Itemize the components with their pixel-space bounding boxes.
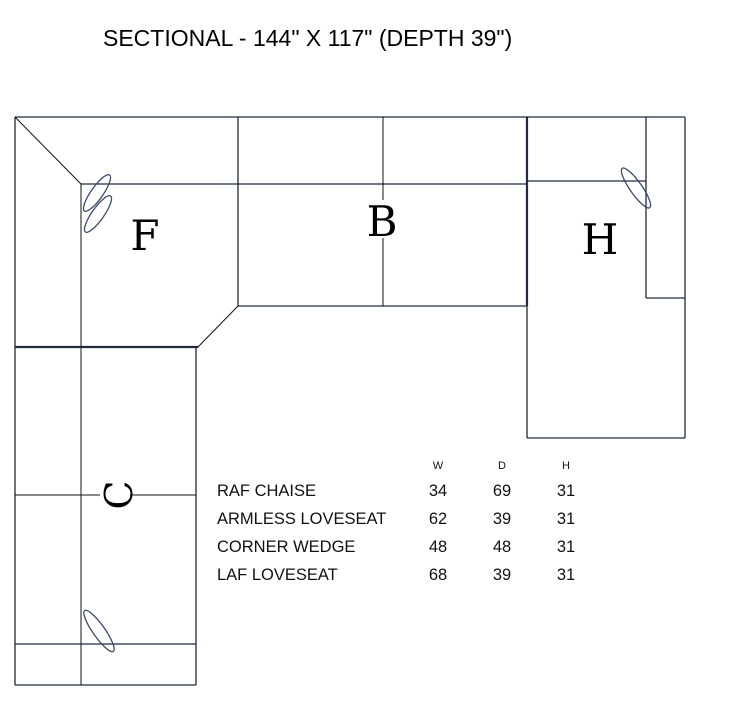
armless-loveseat-b	[237, 117, 529, 307]
pillow-icon	[82, 174, 112, 212]
raf-chaise-h	[526, 116, 686, 439]
width-value: 62	[429, 510, 447, 528]
depth-value: 39	[493, 510, 511, 528]
table-row: LAF LOVESEAT 68 39 31	[217, 566, 575, 584]
pillow-icon	[83, 609, 115, 653]
piece-label-c: C	[97, 480, 141, 509]
diagram-title: SECTIONAL - 144" X 117" (DEPTH 39")	[103, 25, 512, 51]
table-row: ARMLESS LOVESEAT 62 39 31	[217, 510, 575, 528]
sectional-outline	[14, 116, 686, 686]
width-value: 34	[429, 482, 447, 500]
laf-loveseat-c	[15, 347, 197, 686]
piece-name: RAF CHAISE	[217, 482, 316, 500]
piece-name: LAF LOVESEAT	[217, 566, 338, 584]
column-header-d: D	[498, 460, 506, 472]
piece-label-f: F	[130, 211, 159, 260]
pillow-icon	[83, 195, 113, 233]
height-value: 31	[557, 538, 575, 556]
dimensions-table: W D H RAF CHAISE 34 69 31 ARMLESS LOVESE…	[217, 460, 575, 584]
piece-label-b: B	[367, 197, 398, 246]
height-value: 31	[557, 482, 575, 500]
piece-name: ARMLESS LOVESEAT	[217, 510, 386, 528]
height-value: 31	[557, 566, 575, 584]
height-value: 31	[557, 510, 575, 528]
depth-value: 69	[493, 482, 511, 500]
table-row: CORNER WEDGE 48 48 31	[217, 538, 575, 556]
width-value: 68	[429, 566, 447, 584]
pillow-icon	[620, 167, 652, 209]
piece-name: CORNER WEDGE	[217, 538, 355, 556]
column-header-w: W	[433, 460, 444, 472]
corner-wedge-f	[14, 116, 527, 685]
table-row: RAF CHAISE 34 69 31	[217, 482, 575, 500]
piece-label-h: H	[582, 215, 619, 264]
pillows	[82, 167, 652, 653]
width-value: 48	[429, 538, 447, 556]
depth-value: 48	[493, 538, 511, 556]
column-header-h: H	[562, 460, 570, 472]
depth-value: 39	[493, 566, 511, 584]
